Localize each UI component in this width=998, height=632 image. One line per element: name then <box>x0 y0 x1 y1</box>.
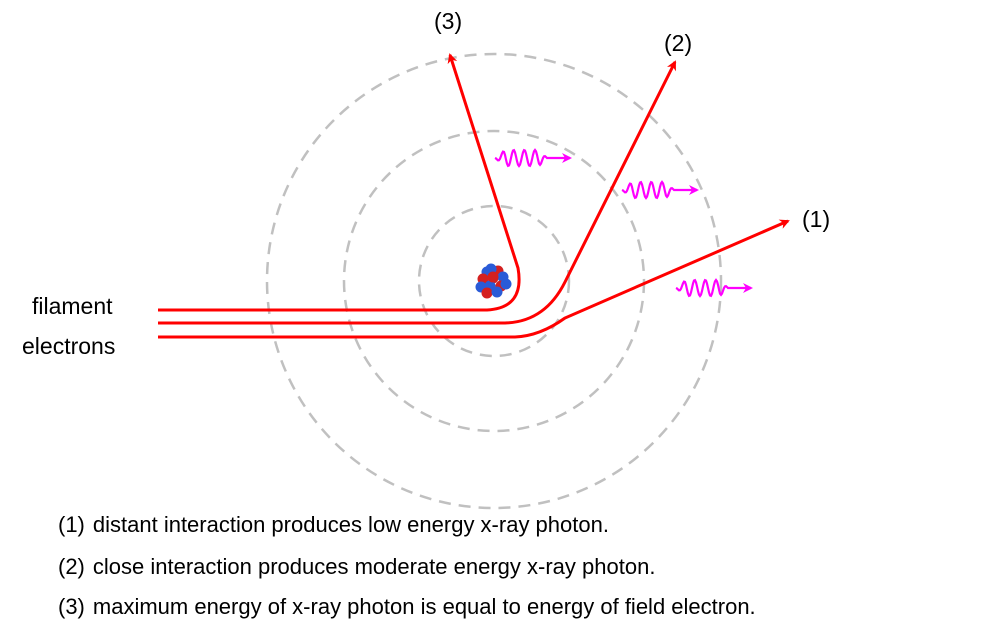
neutron <box>491 286 503 298</box>
proton <box>481 287 493 299</box>
x-ray-photon-2 <box>621 180 699 200</box>
x-ray-photon-3 <box>494 148 572 168</box>
legend-item-3: (3)maximum energy of x-ray photon is equ… <box>58 594 756 619</box>
path-3-label: (3) <box>434 8 463 34</box>
electron-path-3 <box>158 53 521 312</box>
path-2-label: (2) <box>664 30 693 56</box>
electrons-label: electrons <box>22 333 116 359</box>
path-1-label: (1) <box>802 206 831 232</box>
nucleus-icon <box>475 263 512 299</box>
x-ray-photon-1 <box>675 278 753 298</box>
legend-item-2: (2)close interaction produces moderate e… <box>58 554 656 579</box>
filament-label: filament <box>32 293 113 319</box>
proton <box>487 271 499 283</box>
electron-path-2 <box>158 60 677 325</box>
middle-shell <box>342 129 646 433</box>
neutron <box>500 278 512 290</box>
legend-item-1: (1)distant interaction produces low ener… <box>58 512 609 537</box>
inner-shell <box>417 204 571 358</box>
outer-shell <box>265 52 723 510</box>
electron-path-1 <box>158 219 790 339</box>
